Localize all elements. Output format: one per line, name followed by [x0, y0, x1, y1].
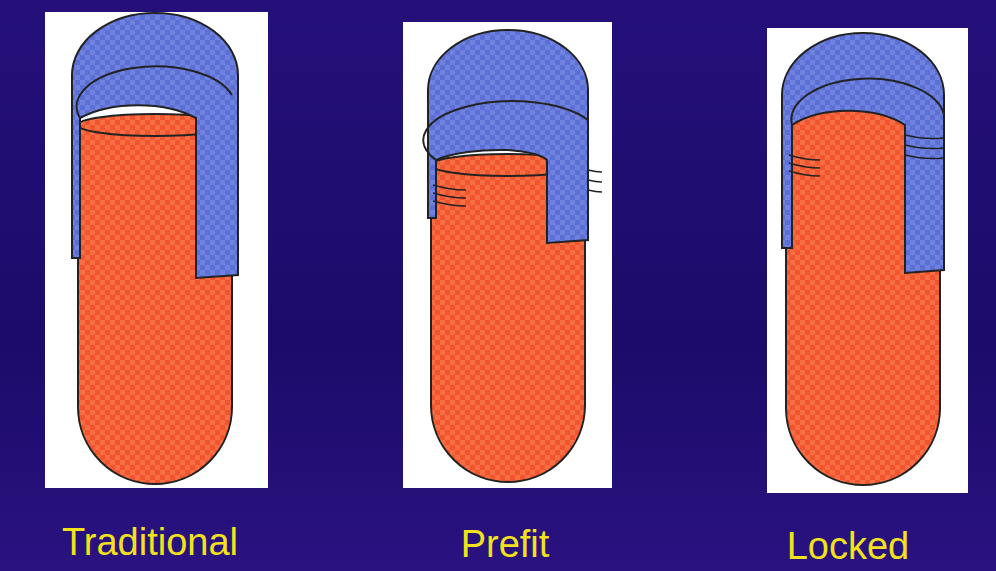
capsule-type-label: Prefit	[461, 524, 550, 566]
traditional-capsule	[72, 13, 238, 484]
panel	[403, 22, 612, 488]
capsule-type-label: Traditional	[62, 522, 238, 564]
prefit-capsule	[423, 30, 602, 482]
panel	[45, 12, 268, 488]
locked-capsule	[782, 33, 944, 485]
panel	[767, 28, 968, 493]
capsule-type-label: Locked	[787, 526, 910, 568]
